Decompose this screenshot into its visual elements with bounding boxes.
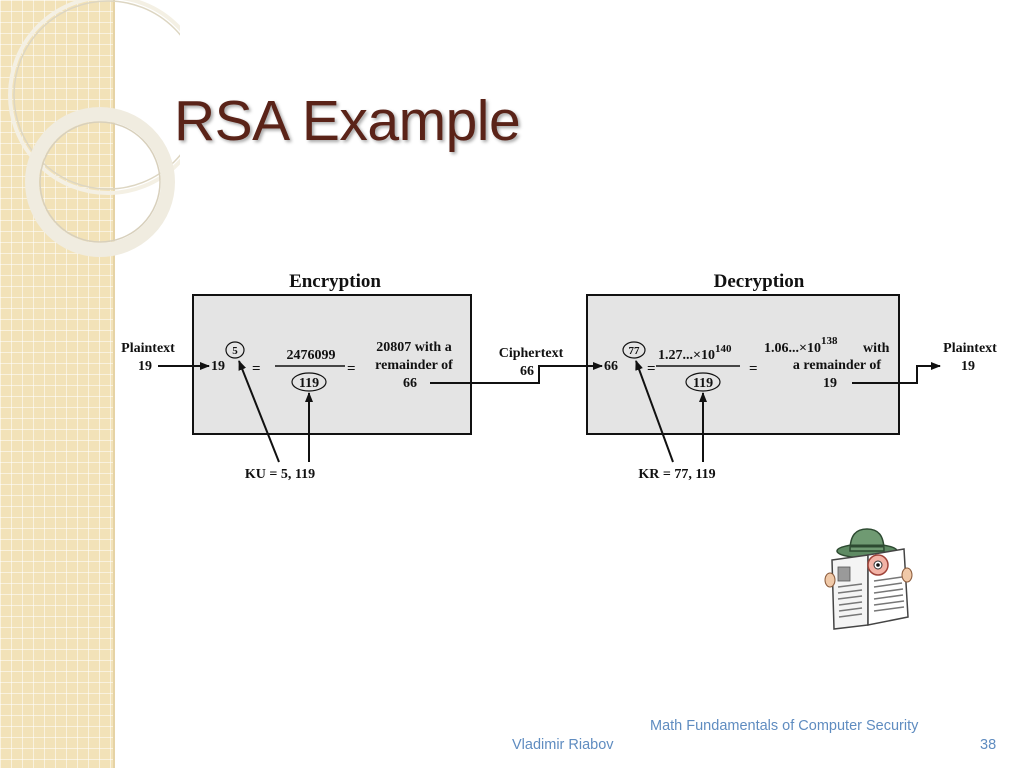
plaintext-output-value: 19 bbox=[961, 359, 975, 374]
footer-course-title: Math Fundamentals of Computer Security bbox=[650, 718, 919, 734]
footer-author: Vladimir Riabov bbox=[512, 737, 614, 753]
enc-result-line-1: 20807 with a bbox=[376, 340, 451, 355]
enc-exponent-circle bbox=[225, 341, 245, 359]
dec-equals-2: = bbox=[749, 361, 758, 377]
dec-modulus: 119 bbox=[693, 376, 713, 391]
enc-result-line-2: remainder of bbox=[375, 358, 453, 373]
enc-exponent: 5 bbox=[232, 345, 238, 357]
dec-equals-1: = bbox=[647, 361, 656, 377]
spy-reading-newspaper-icon bbox=[824, 528, 913, 630]
enc-equals-2: = bbox=[347, 361, 356, 377]
dec-result-line-3: 19 bbox=[823, 376, 837, 391]
public-key-label: KU = 5, 119 bbox=[245, 467, 315, 482]
decryption-heading: Decryption bbox=[714, 271, 805, 292]
ciphertext-value: 66 bbox=[520, 364, 534, 379]
dec-result-with: with bbox=[863, 341, 890, 356]
kr-exponent-arrow bbox=[635, 360, 674, 463]
decorative-rings bbox=[8, 0, 180, 257]
enc-base: 19 bbox=[211, 359, 225, 374]
plaintext-output-label: Plaintext bbox=[943, 341, 997, 356]
dec-exponent: 77 bbox=[629, 345, 641, 357]
rsa-diagram: Encryption Decryption Plaintext 19 19 5 … bbox=[121, 271, 997, 482]
dec-modulus-circle bbox=[685, 372, 721, 392]
slide-title: RSA Example bbox=[174, 89, 521, 153]
dec-base: 66 bbox=[604, 359, 618, 374]
dec-exponent-circle bbox=[622, 341, 646, 359]
decryption-box bbox=[586, 294, 900, 435]
enc-modulus-circle bbox=[291, 372, 327, 392]
stripe-edge bbox=[113, 0, 115, 768]
ciphertext-label: Ciphertext bbox=[499, 346, 564, 361]
enc-numerator: 2476099 bbox=[287, 348, 336, 363]
enc-equals-1: = bbox=[252, 361, 261, 377]
plaintext-input-label: Plaintext bbox=[121, 341, 175, 356]
dec-result-line-2: a remainder of bbox=[793, 358, 881, 373]
ciphertext-connector bbox=[430, 362, 603, 384]
slide-number: 38 bbox=[980, 737, 997, 753]
encryption-heading: Encryption bbox=[289, 271, 381, 292]
dec-quotient: 1.06...×10138 bbox=[764, 335, 838, 356]
enc-result-line-3: 66 bbox=[403, 376, 417, 391]
dec-numerator: 1.27...×10140 bbox=[658, 343, 732, 363]
enc-modulus: 119 bbox=[299, 376, 319, 391]
private-key-label: KR = 77, 119 bbox=[638, 467, 715, 482]
plaintext-output-arrow bbox=[852, 362, 941, 384]
ku-exponent-arrow bbox=[238, 360, 280, 463]
plaintext-input-value: 19 bbox=[138, 359, 152, 374]
